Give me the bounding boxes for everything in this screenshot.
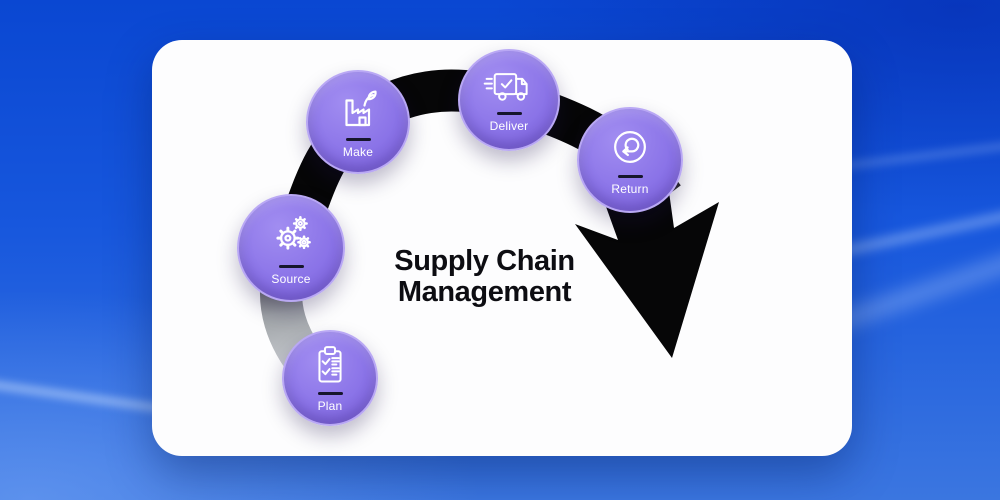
- title-line-1: Supply Chain: [394, 245, 575, 277]
- diagram-card: Supply Chain Management Plan: [152, 40, 852, 456]
- stage-label: Source: [271, 271, 311, 286]
- divider-line: [278, 265, 304, 268]
- return-loop-icon: [607, 124, 653, 170]
- stage-label: Deliver: [489, 118, 529, 133]
- stage-circle-plan: Plan: [282, 330, 378, 426]
- stage-label: Make: [342, 144, 374, 159]
- stage-circle-return: Return: [577, 107, 683, 213]
- divider-line: [345, 138, 371, 141]
- title-line-2: Management: [397, 276, 572, 308]
- clipboard-checklist-icon: [308, 343, 352, 387]
- stage-circle-deliver: Deliver: [458, 49, 560, 151]
- arrow-head: [575, 170, 719, 358]
- page-title: Supply Chain Management: [377, 246, 592, 308]
- stage-circle-source: Source: [237, 194, 345, 302]
- stage-label: Plan: [317, 398, 343, 413]
- stage-label: Return: [611, 181, 649, 196]
- gears-icon: [266, 210, 316, 260]
- divider-line: [496, 112, 522, 115]
- delivery-truck-icon: [482, 67, 536, 107]
- divider-line: [617, 175, 643, 178]
- factory-leaf-icon: [334, 85, 382, 133]
- stage-circle-make: Make: [306, 70, 410, 174]
- divider-line: [317, 392, 343, 395]
